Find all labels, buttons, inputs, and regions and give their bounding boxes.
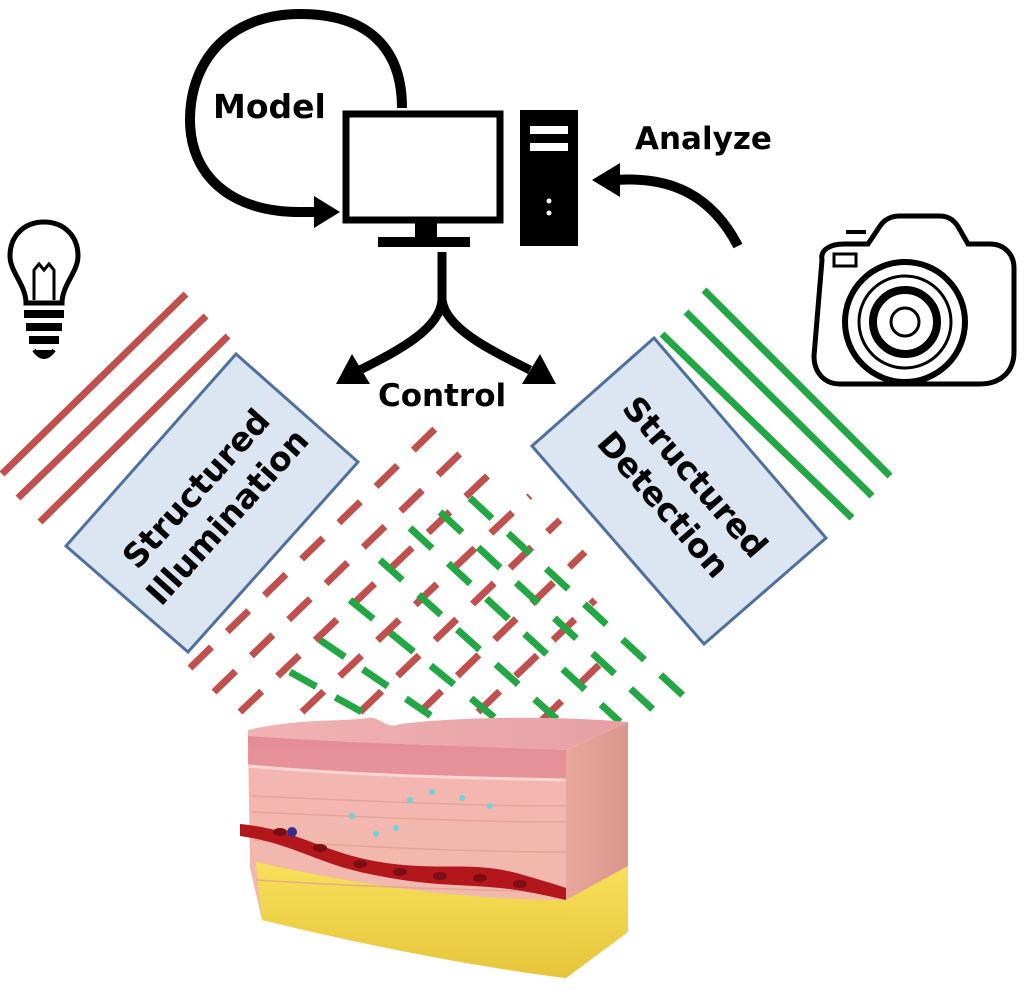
structured-detection-box: Structured Detection <box>529 335 829 647</box>
model-loop-arrow-icon <box>184 8 407 228</box>
illumination-rays-dashed <box>187 421 603 725</box>
control-label: Control <box>378 378 506 414</box>
skin-tissue-illustration <box>240 717 628 978</box>
monitor-icon <box>342 110 504 247</box>
illumination-rays-solid <box>0 291 231 525</box>
light-bulb-icon <box>7 219 81 359</box>
camera-icon <box>811 213 1017 387</box>
computer-tower-icon <box>520 110 578 246</box>
analyze-label: Analyze <box>635 121 772 157</box>
detection-rays-dashed <box>288 495 693 726</box>
analyze-arrow-icon <box>592 163 743 249</box>
control-arrows-icon <box>336 252 556 384</box>
detection-rays-solid <box>659 287 893 521</box>
structured-illumination-box: Structured Illumination <box>63 351 361 655</box>
model-label: Model <box>213 87 326 126</box>
